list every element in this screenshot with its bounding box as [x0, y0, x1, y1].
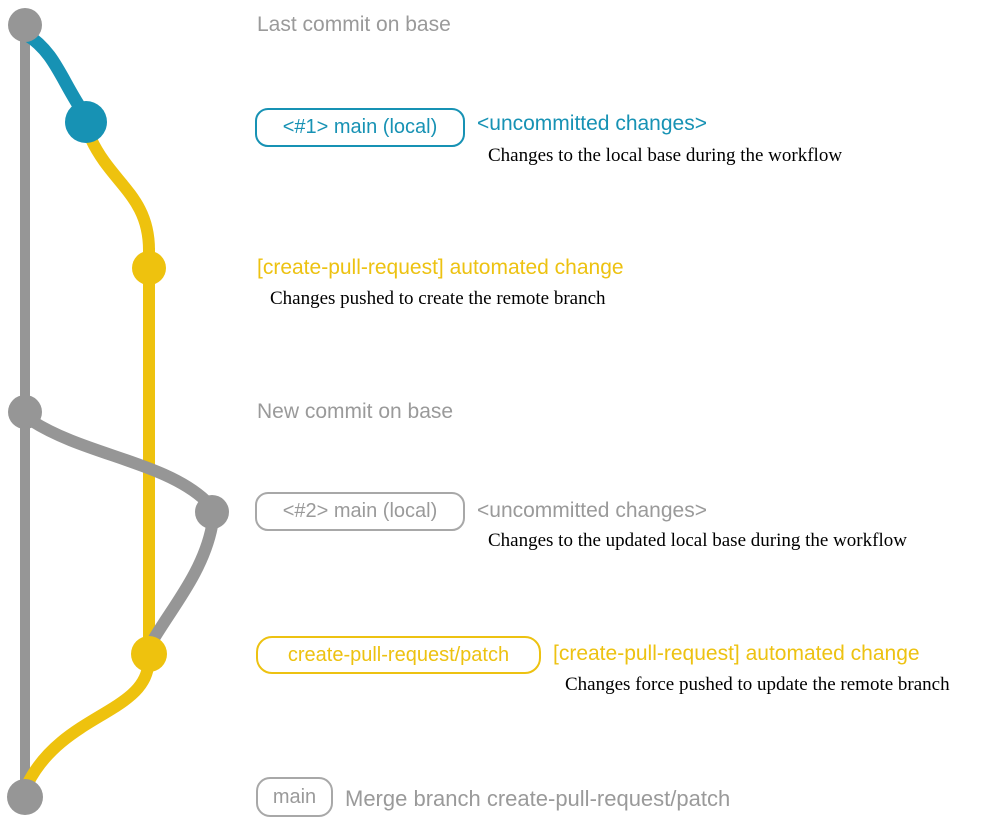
branch-badge-main-local-2: <#2> main (local)	[255, 492, 465, 531]
commit-node-local-main-1	[65, 101, 107, 143]
automated-change-1-title: [create-pull-request] automated change	[257, 256, 624, 279]
local-main-2-to-patch-line	[146, 520, 218, 648]
uncommitted-changes-1-desc: Changes to the local base during the wor…	[488, 145, 843, 166]
branch-badge-create-pull-request-patch: create-pull-request/patch	[256, 636, 541, 674]
branch-badge-main-local-2-label: <#2> main (local)	[282, 500, 438, 522]
uncommitted-changes-2-title: <uncommitted changes>	[477, 499, 707, 522]
commit-node-merge	[7, 779, 43, 815]
commit-node-new-base	[8, 395, 42, 429]
automated-change-2-title: [create-pull-request] automated change	[553, 642, 920, 665]
branch-badge-main-local-1-label: <#1> main (local)	[282, 116, 438, 138]
branch-badge-main-label: main	[272, 785, 317, 808]
patch-to-merge-line	[22, 661, 154, 789]
new-commit-on-base-label: New commit on base	[257, 400, 454, 423]
commit-node-automated-change-1	[132, 251, 166, 285]
uncommitted-changes-2-desc: Changes to the updated local base during…	[488, 530, 907, 551]
last-commit-on-base-label: Last commit on base	[257, 13, 451, 36]
commit-node-automated-change-2	[131, 636, 167, 672]
branch-badge-main: main	[256, 777, 333, 817]
remote-branch-curve-upper	[85, 133, 155, 256]
merge-commit-label: Merge branch create-pull-request/patch	[345, 786, 731, 811]
uncommitted-changes-1-title: <uncommitted changes>	[477, 112, 707, 135]
branch-badge-main-local-1: <#1> main (local)	[255, 108, 465, 147]
automated-change-2-desc: Changes force pushed to update the remot…	[565, 674, 950, 695]
local-main-1-line	[20, 28, 92, 122]
branch-badge-create-pull-request-patch-label: create-pull-request/patch	[287, 643, 510, 666]
commit-node-last-base	[8, 8, 42, 42]
commit-node-local-main-2	[195, 495, 229, 529]
base-to-local-main-2-line	[26, 415, 212, 507]
automated-change-1-desc: Changes pushed to create the remote bran…	[270, 288, 606, 309]
